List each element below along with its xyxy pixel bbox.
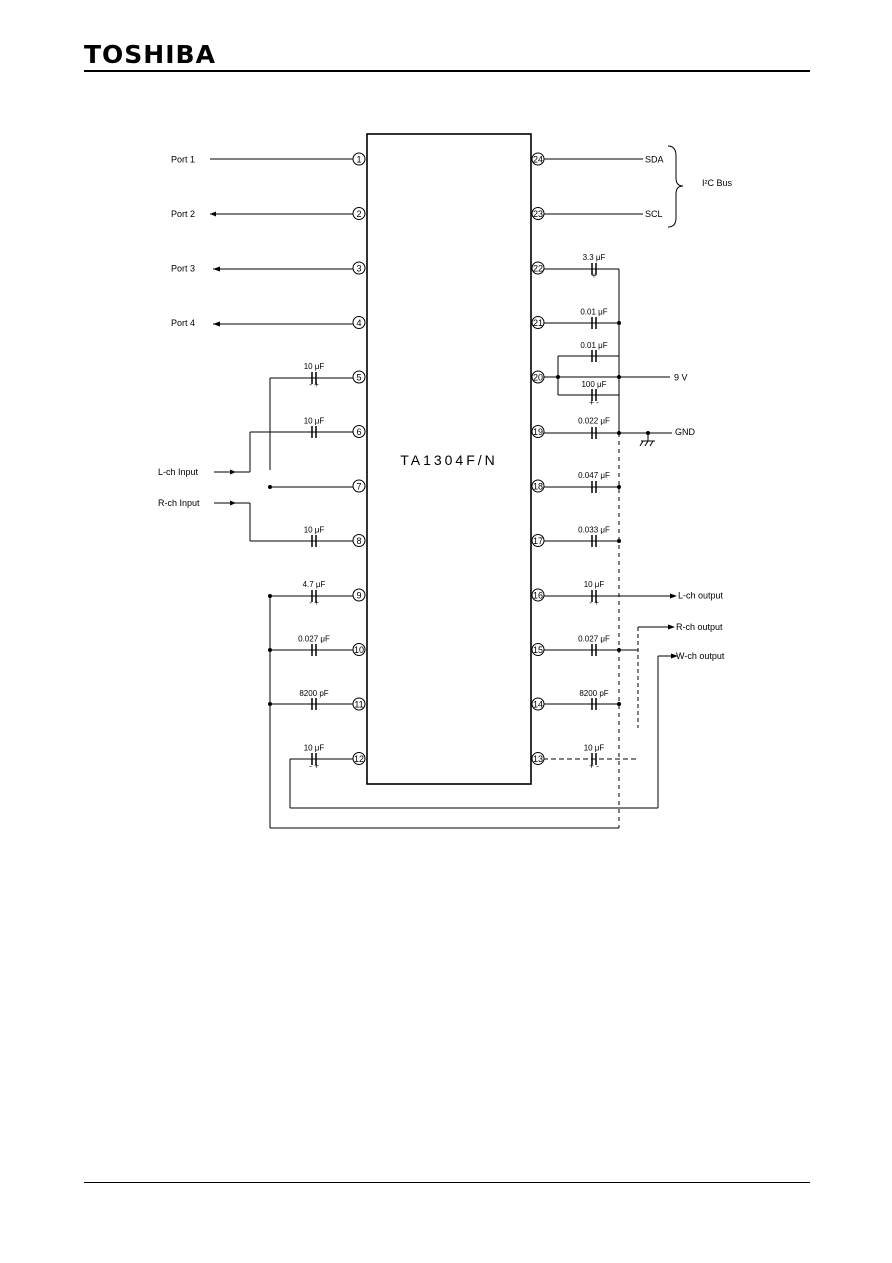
i2c-bus-label: I²C Bus — [702, 178, 733, 188]
pin-2-marker — [352, 207, 366, 220]
pin-15-capacitor-value: 0.027 μF — [578, 635, 610, 644]
pin-14-marker — [531, 697, 545, 711]
pin-3-number: 3 — [356, 264, 361, 274]
pin-13-number: 13 — [533, 754, 543, 764]
pin-6-marker — [352, 425, 366, 438]
ic-body — [366, 133, 532, 785]
wch-output-label: W-ch output — [676, 651, 725, 661]
pin-4-label: Port 4 — [171, 318, 195, 328]
pin-13-marker — [531, 752, 545, 765]
pin-8-number: 8 — [356, 536, 361, 546]
pin-5-number: 5 — [356, 373, 361, 383]
pin-18-number: 18 — [533, 482, 543, 492]
rch-input-label: R-ch Input — [158, 498, 200, 508]
pin-23-number: 23 — [533, 209, 543, 219]
pin-1-marker — [352, 152, 366, 166]
pin-1-label: Port 1 — [171, 155, 195, 165]
pin-24-marker — [531, 152, 545, 166]
pin-22-polarity: + — [592, 271, 597, 280]
pin-16-label: L-ch output — [678, 591, 724, 601]
pin-9-marker — [352, 588, 366, 602]
pin-10-number: 10 — [354, 645, 364, 655]
pin-23-marker — [531, 207, 545, 220]
pin-7-marker — [352, 479, 366, 493]
footer-rule — [84, 1182, 810, 1183]
pin-18-marker — [531, 479, 545, 493]
pin-19-label: GND — [675, 427, 696, 437]
pin-23-label: SCL — [645, 209, 663, 219]
pin-10-capacitor-value: 0.027 μF — [298, 635, 330, 644]
pin-1-number: 1 — [356, 155, 361, 165]
pin-20-marker — [531, 370, 545, 384]
pin-19-capacitor-value: 0.022 μF — [578, 417, 610, 426]
pin-8-marker — [352, 534, 366, 547]
brand-logo: TOSHIBA — [84, 40, 216, 69]
pin-6-capacitor-value: 10 μF — [304, 417, 325, 426]
pin-10-marker — [352, 643, 366, 656]
pin-5-capacitor-value: 10 μF — [304, 362, 325, 371]
pin-14-number: 14 — [533, 700, 543, 710]
pin-9-number: 9 — [356, 591, 361, 601]
pin-13-polarity: + - — [589, 762, 599, 771]
pin-17-number: 17 — [533, 536, 543, 546]
pin-11-number: 11 — [354, 700, 363, 710]
pin-8-capacitor-value: 10 μF — [304, 526, 325, 535]
pin-2-number: 2 — [356, 209, 361, 219]
pin-19-marker — [531, 425, 545, 438]
pin-24-label: SDA — [645, 155, 664, 165]
pin20-cap2-polarity: + - — [589, 398, 599, 407]
pin-5-polarity: - + — [309, 380, 319, 389]
pin-9-polarity: - + — [309, 598, 319, 607]
pin-11-capacitor-value: 8200 pF — [299, 689, 328, 698]
pin-7-number: 7 — [356, 482, 361, 492]
pin-20-number: 20 — [533, 373, 543, 383]
pin-15-marker — [531, 643, 545, 656]
pins-layer: 1 Port 1 2 Port 2 3 Port 3 4 Port 4 5 10 μF - + 6 10… — [171, 152, 724, 771]
chip-name: TA1304F/N — [400, 452, 498, 468]
pin-14-capacitor-value: 8200 pF — [579, 689, 608, 698]
pin-3-label: Port 3 — [171, 264, 195, 274]
pin-22-number: 22 — [533, 264, 543, 274]
pin-17-marker — [531, 534, 545, 547]
pin-16-marker — [531, 588, 545, 602]
pin-21-number: 21 — [533, 318, 543, 328]
pin-4-number: 4 — [356, 318, 361, 328]
pin-4-marker — [352, 316, 366, 329]
pin-18-capacitor-value: 0.047 μF — [578, 471, 610, 480]
pin-19-number: 19 — [533, 427, 543, 437]
rch-output-label: R-ch output — [676, 622, 723, 632]
pin-15-number: 15 — [533, 645, 543, 655]
pin-16-number: 16 — [533, 591, 543, 601]
pin20-cap2-label: 100 μF — [581, 380, 606, 389]
pin-20-label: 9 V — [674, 373, 688, 383]
lch-input-label: L-ch Input — [158, 467, 199, 477]
pin-12-polarity: - + — [309, 762, 319, 771]
pin-21-marker — [531, 316, 545, 329]
pin-5-marker — [352, 370, 366, 384]
pin-11-marker — [352, 697, 366, 711]
pin-12-number: 12 — [354, 754, 364, 764]
pin-13-capacitor-value: 10 μF — [584, 744, 605, 753]
pin-21-capacitor-value: 0.01 μF — [580, 308, 607, 317]
pin-6-number: 6 — [356, 427, 361, 437]
pin-12-marker — [352, 752, 366, 765]
pin-17-capacitor-value: 0.033 μF — [578, 526, 610, 535]
pin-20-capacitor-value: 0.01 μF — [580, 341, 607, 350]
pin-22-marker — [531, 261, 545, 275]
pin-16-polarity: - + — [589, 598, 599, 607]
pin-16-capacitor-value: 10 μF — [584, 580, 605, 589]
header-rule — [84, 70, 810, 72]
pin-3-marker — [352, 261, 366, 275]
pin-2-label: Port 2 — [171, 209, 195, 219]
pin-12-capacitor-value: 10 μF — [304, 744, 325, 753]
pin-22-capacitor-value: 3.3 μF — [583, 253, 606, 262]
pin-24-number: 24 — [533, 155, 543, 165]
pin-9-capacitor-value: 4.7 μF — [303, 580, 326, 589]
